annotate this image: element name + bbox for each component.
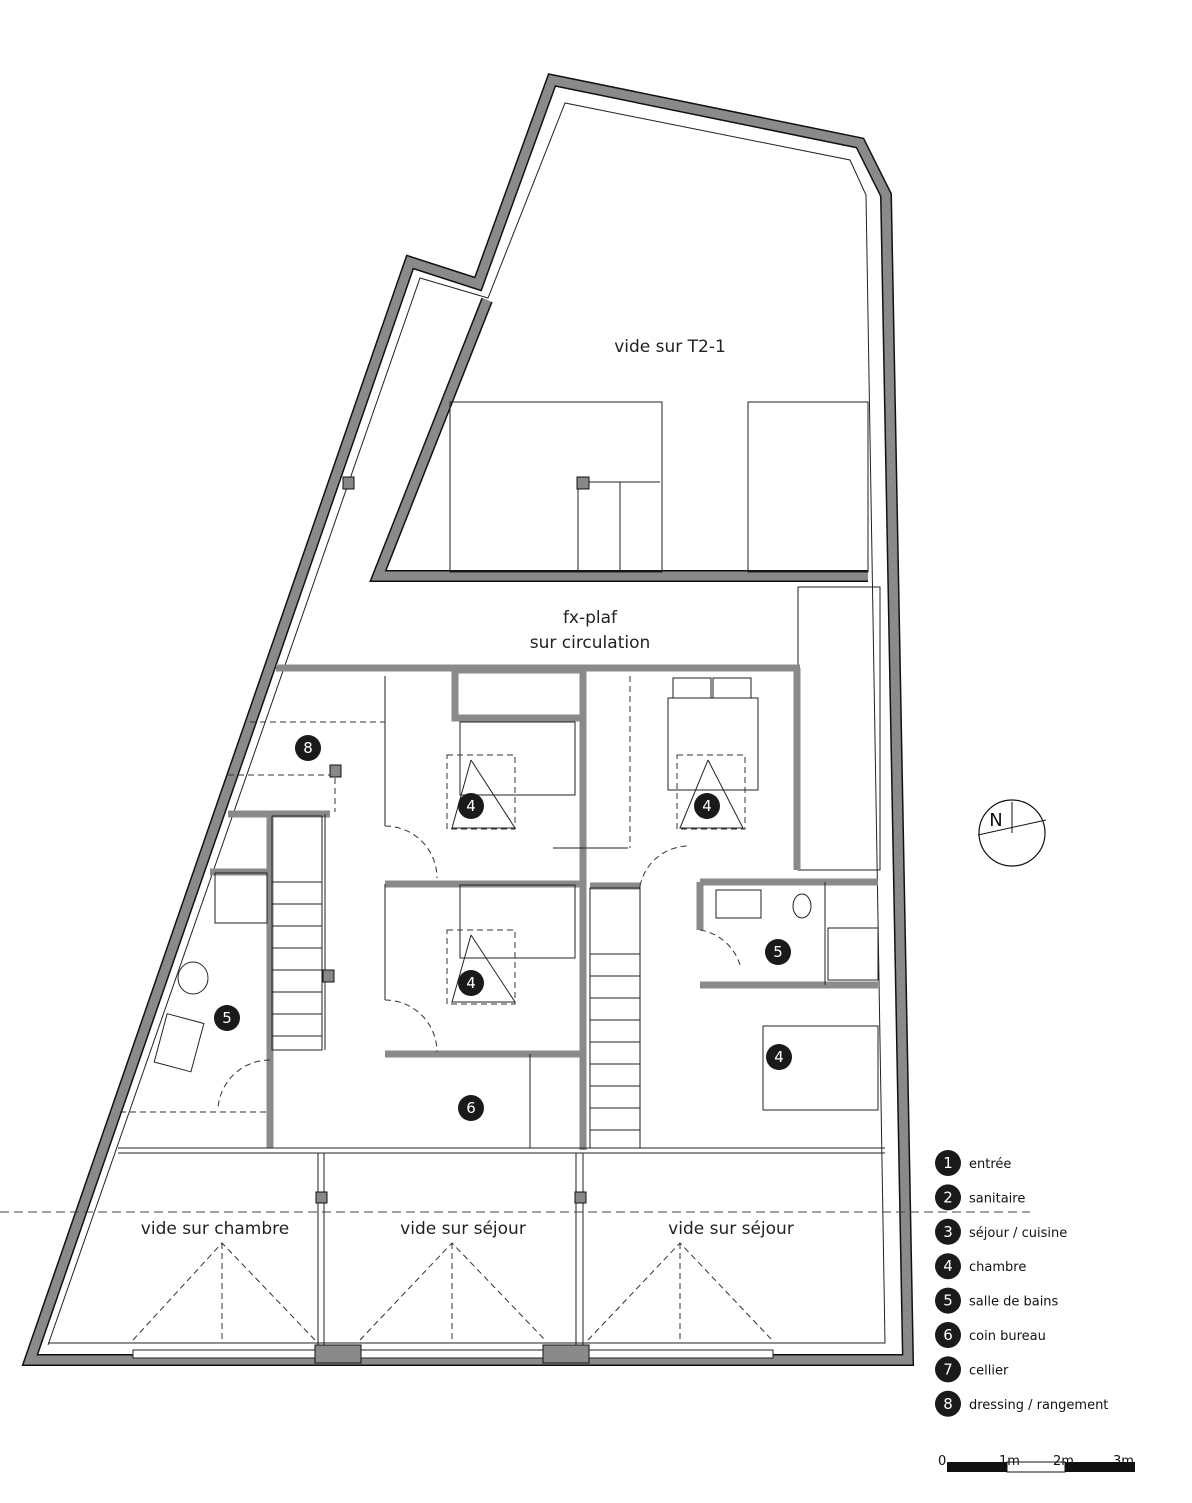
shaft	[797, 586, 881, 871]
room-number: 4	[466, 974, 476, 992]
legend-label: coin bureau	[969, 1329, 1046, 1344]
room-number: 5	[222, 1009, 232, 1027]
legend-number: 4	[943, 1257, 953, 1275]
legend-item: 5 salle de bains	[935, 1287, 1059, 1314]
void-wall	[342, 297, 869, 582]
legend-item: 4 chambre	[935, 1253, 1026, 1280]
void-living-label-1: vide sur séjour	[400, 1219, 526, 1239]
scale-2m: 2m	[1053, 1454, 1074, 1469]
legend-label: chambre	[969, 1260, 1026, 1275]
room-number: 5	[773, 943, 783, 961]
legend-label: salle de bains	[969, 1295, 1059, 1310]
room-marker: 4	[694, 793, 720, 819]
room-marker: 5	[214, 1005, 240, 1031]
legend-item: 1 entrée	[935, 1150, 1011, 1176]
room-marker: 8	[295, 735, 321, 761]
scale-3m: 3m	[1113, 1454, 1134, 1469]
ceiling-label-1: fx-plaf	[563, 608, 618, 628]
room-marker: 4	[458, 793, 484, 819]
room-number: 8	[303, 739, 313, 757]
legend-number: 5	[943, 1292, 953, 1310]
legend-item: 2 sanitaire	[935, 1184, 1025, 1211]
room-marker: 6	[458, 1095, 484, 1121]
furniture	[153, 677, 879, 1111]
legend-label: sanitaire	[969, 1191, 1025, 1206]
legend-item: 8 dressing / rangement	[935, 1390, 1108, 1417]
legend-number: 1	[943, 1154, 953, 1172]
room-number: 4	[702, 797, 712, 815]
legend-label: séjour / cuisine	[969, 1226, 1067, 1241]
room-number: 6	[466, 1099, 476, 1117]
north-arrow: N	[977, 799, 1047, 867]
legend-number: 3	[943, 1223, 953, 1241]
room-number: 4	[466, 797, 476, 815]
scale-0: 0	[938, 1454, 946, 1469]
scale-bar: 0 1m 2m 3m	[938, 1454, 1135, 1473]
legend-item: 6 coin bureau	[935, 1322, 1046, 1348]
bottom-void	[0, 1147, 1030, 1364]
void-bedroom-label: vide sur chambre	[141, 1219, 289, 1239]
interior-walls	[210, 664, 878, 1150]
scale-1m: 1m	[999, 1454, 1020, 1469]
room-number: 4	[774, 1048, 784, 1066]
stairs-right	[589, 887, 641, 1149]
legend-label: dressing / rangement	[969, 1398, 1108, 1413]
legend-number: 6	[943, 1326, 953, 1344]
stairs-left	[271, 815, 323, 1051]
north-label: N	[989, 810, 1002, 831]
room-marker: 4	[458, 970, 484, 996]
room-marker: 5	[765, 939, 791, 965]
exterior-walls	[21, 73, 915, 1366]
void-living-label-2: vide sur séjour	[668, 1219, 794, 1239]
legend-item: 7 cellier	[935, 1356, 1009, 1383]
dressing-outline	[120, 676, 631, 1113]
void-t2-label: vide sur T2-1	[614, 337, 726, 357]
room-marker: 4	[766, 1044, 792, 1070]
legend-number: 8	[943, 1395, 953, 1413]
legend-label: cellier	[969, 1363, 1009, 1378]
legend-label: entrée	[969, 1157, 1011, 1172]
legend-number: 2	[943, 1188, 953, 1206]
ceiling-label-2: sur circulation	[530, 633, 651, 653]
legend-item: 3 séjour / cuisine	[935, 1218, 1067, 1245]
legend-number: 7	[943, 1360, 953, 1378]
